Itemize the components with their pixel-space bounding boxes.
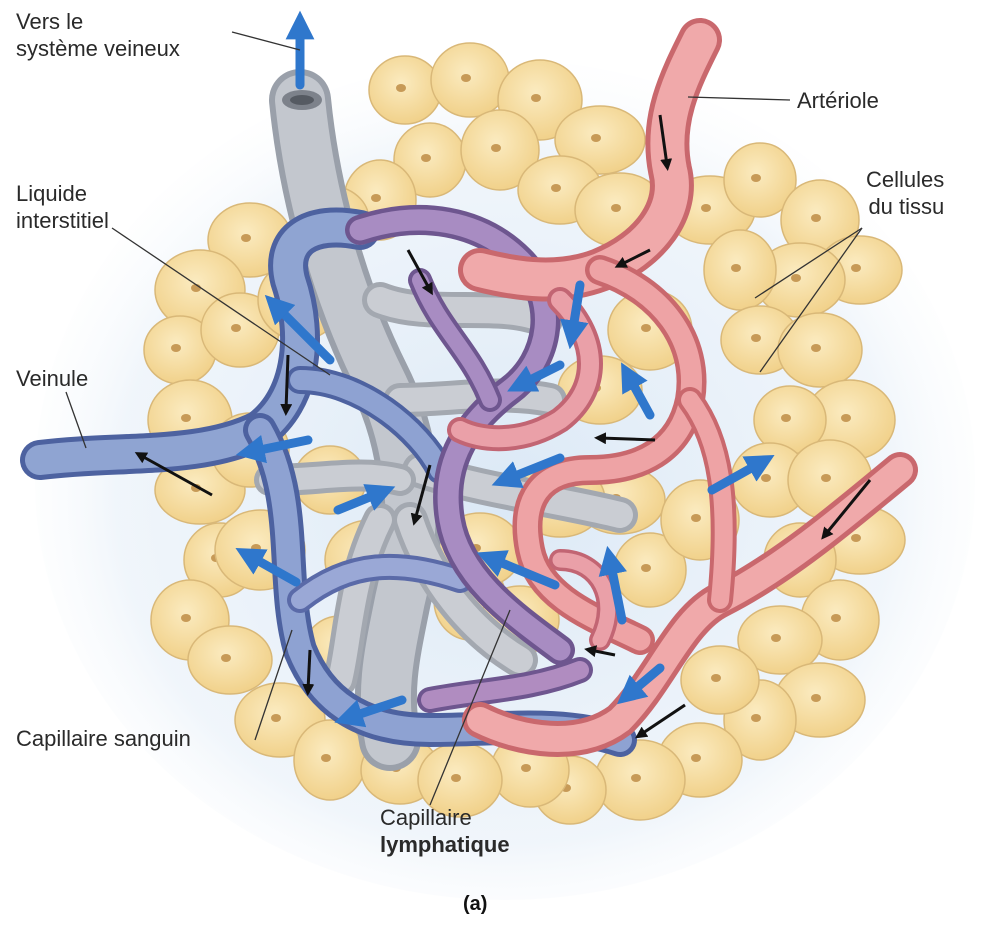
cell-nucleus (841, 414, 851, 422)
label-capillaire-lymph-line2: lymphatique (380, 831, 510, 858)
cell-nucleus (396, 84, 406, 92)
tissue-cell (704, 230, 776, 310)
label-veinule: Veinule (16, 365, 88, 392)
label-vers-systeme-veineux: Vers le système veineux (16, 8, 180, 62)
blood-flow-arrow (600, 438, 655, 440)
cell-nucleus (851, 264, 861, 272)
label-capillaire-sanguin: Capillaire sanguin (16, 725, 191, 752)
cell-nucleus (251, 544, 261, 552)
cell-nucleus (371, 194, 381, 202)
cell-nucleus (241, 234, 251, 242)
cell-nucleus (451, 774, 461, 782)
cell-nucleus (491, 144, 501, 152)
cell-nucleus (831, 614, 841, 622)
figure-caption: (a) (463, 893, 487, 916)
cell-nucleus (171, 344, 181, 352)
cell-nucleus (811, 214, 821, 222)
blood-flow-arrow (286, 355, 288, 410)
cell-nucleus (271, 714, 281, 722)
cell-nucleus (611, 204, 621, 212)
cell-nucleus (811, 694, 821, 702)
cell-nucleus (731, 264, 741, 272)
cell-nucleus (811, 344, 821, 352)
cell-nucleus (821, 474, 831, 482)
label-liquide-interstitiel: Liquide interstitiel (16, 180, 109, 234)
cell-nucleus (851, 534, 861, 542)
cell-nucleus (231, 324, 241, 332)
tissue-cell (431, 43, 509, 117)
cell-nucleus (751, 174, 761, 182)
cell-nucleus (181, 414, 191, 422)
label-capillaire-lymphatique: Capillaire lymphatique (380, 804, 510, 858)
cell-nucleus (781, 414, 791, 422)
cell-nucleus (521, 764, 531, 772)
cell-nucleus (701, 204, 711, 212)
cell-nucleus (551, 184, 561, 192)
cell-nucleus (591, 134, 601, 142)
label-liquide-line1: Liquide (16, 180, 109, 207)
cell-nucleus (691, 754, 701, 762)
cell-nucleus (631, 774, 641, 782)
cell-nucleus (751, 714, 761, 722)
tissue-cell (188, 626, 272, 694)
cell-nucleus (791, 274, 801, 282)
label-liquide-line2: interstitiel (16, 207, 109, 234)
cell-nucleus (641, 564, 651, 572)
label-arteriole: Artériole (797, 87, 879, 114)
label-cellules-line2: du tissu (866, 193, 944, 220)
cell-nucleus (461, 74, 471, 82)
cell-nucleus (421, 154, 431, 162)
tissue-cell (681, 646, 759, 714)
cell-nucleus (761, 474, 771, 482)
cell-nucleus (321, 754, 331, 762)
label-vers-line1: Vers le (16, 8, 180, 35)
tissue-cell (778, 313, 862, 387)
blood-flow-arrow (308, 650, 310, 690)
leader-line (232, 32, 300, 50)
cell-nucleus (771, 634, 781, 642)
label-vers-line2: système veineux (16, 35, 180, 62)
tissue-cell (369, 56, 441, 124)
cell-nucleus (641, 324, 651, 332)
label-cellules-du-tissu: Cellules du tissu (866, 166, 944, 220)
cell-nucleus (181, 614, 191, 622)
cell-nucleus (691, 514, 701, 522)
label-cellules-line1: Cellules (866, 166, 944, 193)
label-capillaire-lymph-line1: Capillaire (380, 804, 510, 831)
cell-nucleus (221, 654, 231, 662)
cell-nucleus (751, 334, 761, 342)
cell-nucleus (711, 674, 721, 682)
cell-nucleus (531, 94, 541, 102)
